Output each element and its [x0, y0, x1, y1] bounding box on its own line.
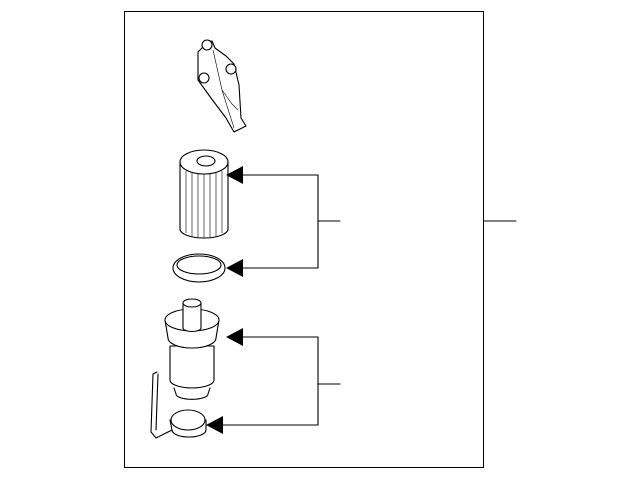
bracket-icon [197, 39, 247, 133]
arrow-to-drain-plug [206, 416, 223, 434]
assembly-frame [124, 11, 484, 468]
callout-lower [206, 328, 341, 434]
arrow-to-o-ring [226, 259, 243, 277]
cap-plug-icon [150, 371, 207, 439]
arrow-to-housing [226, 328, 243, 346]
arrow-to-filter-element [226, 166, 243, 184]
cylinder-filter-icon [179, 149, 229, 239]
callout-upper [226, 166, 341, 277]
ring-gasket-icon [172, 253, 226, 283]
housing-icon [164, 298, 220, 400]
